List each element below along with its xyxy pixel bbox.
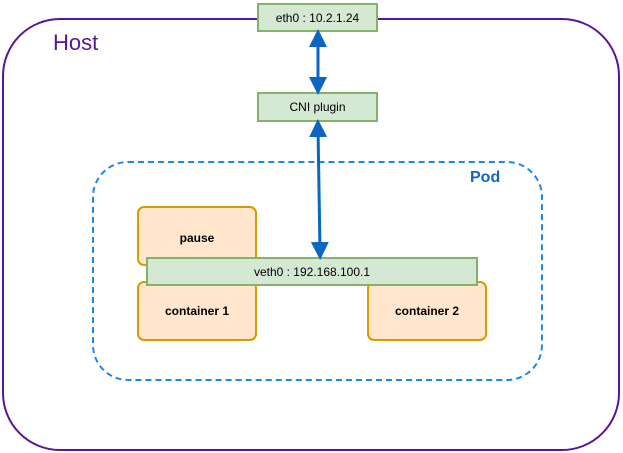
container-2: container 2 (367, 281, 487, 341)
cni-plugin-label: CNI plugin (289, 100, 346, 114)
pod-veth0-label: veth0 : 192.168.100.1 (253, 264, 371, 279)
cni-to-veth0-arrow (309, 119, 329, 260)
container-1: container 1 (137, 281, 257, 341)
container-2-label: container 2 (394, 304, 460, 318)
container-1-label: container 1 (164, 304, 230, 318)
pod-veth0-interface: veth0 : 192.168.100.1 (146, 257, 478, 286)
host-eth0-label: eth0 : 10.2.1.24 (275, 10, 360, 25)
pause-label: pause (179, 231, 215, 245)
host-label: Host (53, 30, 99, 55)
pod-label: Pod (470, 169, 501, 186)
